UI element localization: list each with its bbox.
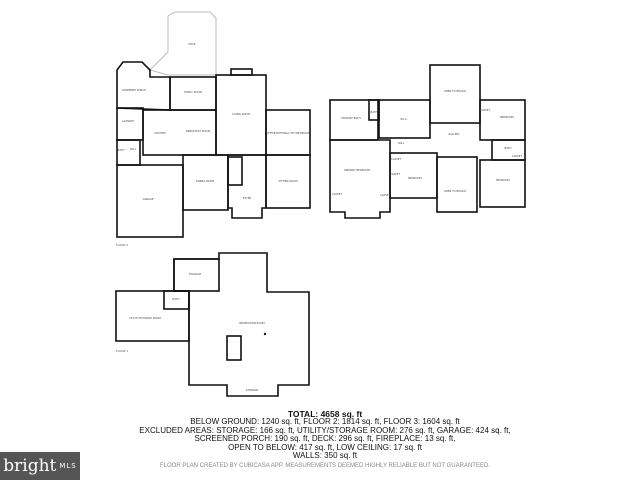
summary-line: SCREENED PORCH: 190 sq. ft, DECK: 296 sq… <box>194 434 456 444</box>
room-label: KITCHEN <box>154 131 165 135</box>
floor-label: FLOOR 1 <box>116 349 128 353</box>
room-label: W.I.C. <box>400 117 407 121</box>
room-label: BATH <box>173 297 180 301</box>
room-label: HALL <box>130 147 137 151</box>
utility-storage-outline <box>115 290 190 342</box>
bath-outline <box>491 139 526 161</box>
deck-outline <box>149 11 217 76</box>
room-label: BEDROOM <box>496 178 510 182</box>
room-label: FOYER <box>243 196 252 200</box>
storage-outline <box>173 258 220 292</box>
total-area: TOTAL: 4658 sq. ft <box>287 409 363 419</box>
summary-line: BELOW GROUND: 1240 sq. ft, FLOOR 2: 1814… <box>190 417 460 427</box>
room-label: CLOSET <box>512 154 522 158</box>
summary-line: EXCLUDED AREAS: STORAGE: 166 sq. ft, UTI… <box>139 425 511 435</box>
room-label: LAUNDRY <box>122 119 135 123</box>
bright-mls-logo: bright MLS <box>0 452 80 480</box>
floor-label: FLOOR 2 <box>116 243 128 247</box>
disclaimer: FLOOR PLAN CREATED BY CUBICASA APP. MEAS… <box>160 463 490 469</box>
summary-line: OPEN TO BELOW: 417 sq. ft, LOW CEILING: … <box>228 442 422 452</box>
room-label: PRIMARY BEDROOM <box>344 168 370 172</box>
support-column <box>263 332 267 336</box>
room-label: BATH <box>118 148 125 152</box>
room-label: BEDROOM <box>408 176 422 180</box>
room-label: STORAGE <box>246 388 259 392</box>
room-label: BATH <box>505 146 512 150</box>
summary-line: WALLS: 350 sq. ft <box>292 451 358 461</box>
room-label: BATH <box>371 110 378 114</box>
screened-porch-outline <box>116 61 171 111</box>
room-label: HALL <box>398 141 405 145</box>
laundry-outline <box>116 107 144 141</box>
room-label: STORAGE <box>189 272 202 276</box>
room-label: OFFICE/OPTIONAL 5TH BEDROOM <box>266 131 310 135</box>
room-label: DINING ROOM <box>196 179 214 183</box>
room-label: DECK <box>188 42 195 46</box>
room-label: CLOSET <box>391 157 401 161</box>
logo-brand: bright <box>3 456 57 476</box>
bath-hall-outline <box>116 139 141 166</box>
floor-2-plan: DECK SCREENED PORCH FAMILY ROOM LIVING R… <box>116 11 311 247</box>
bedroom-outline <box>479 159 526 208</box>
room-label: BEDROOM <box>500 115 514 119</box>
floor-1-plan: STORAGE BATH UTILITY/STORAGE ROOM RECREA… <box>115 252 310 397</box>
room-label: OPEN TO BELOW <box>444 89 466 93</box>
fireplace <box>230 68 253 76</box>
kitchen-breakfast-outline <box>142 109 217 156</box>
room-label: RECREATION ROOM <box>239 321 265 325</box>
staircase <box>227 156 243 186</box>
room-label: FAMILY ROOM <box>184 90 202 94</box>
room-label: BREAKFAST ROOM <box>186 129 210 133</box>
staircase <box>226 335 242 361</box>
sitting-room-outline <box>265 154 311 209</box>
room-label: CLOSET <box>332 192 342 196</box>
open-to-below-outline <box>429 64 481 124</box>
room-label: OPEN TO BELOW <box>444 189 466 193</box>
room-label: CLOSET <box>480 108 490 112</box>
room-label: GALLERY <box>448 132 460 136</box>
room-label: CLOSET <box>390 172 400 176</box>
area-summary: TOTAL: 4658 sq. ft BELOW GROUND: 1240 sq… <box>0 410 640 460</box>
bedroom-outline <box>479 99 526 141</box>
room-label: UTILITY/STORAGE ROOM <box>129 316 161 320</box>
foyer-outline <box>227 154 267 219</box>
open-to-below-outline <box>436 156 478 213</box>
room-label: SCREENED PORCH <box>122 88 146 92</box>
floor-3-plan: PRIMARY BATH BATH W.I.C. OPEN TO BELOW B… <box>329 64 526 219</box>
wic-outline <box>378 99 431 139</box>
primary-bedroom-outline <box>329 139 391 219</box>
room-label: LIVING ROOM <box>232 112 250 116</box>
garage-outline <box>116 164 184 238</box>
room-label: PRIMARY BATH <box>341 116 360 120</box>
logo-suffix: MLS <box>59 462 77 470</box>
room-label: CLOSET <box>380 193 390 197</box>
room-label: GARAGE <box>143 197 154 201</box>
room-label: SITTING ROOM <box>278 179 297 183</box>
